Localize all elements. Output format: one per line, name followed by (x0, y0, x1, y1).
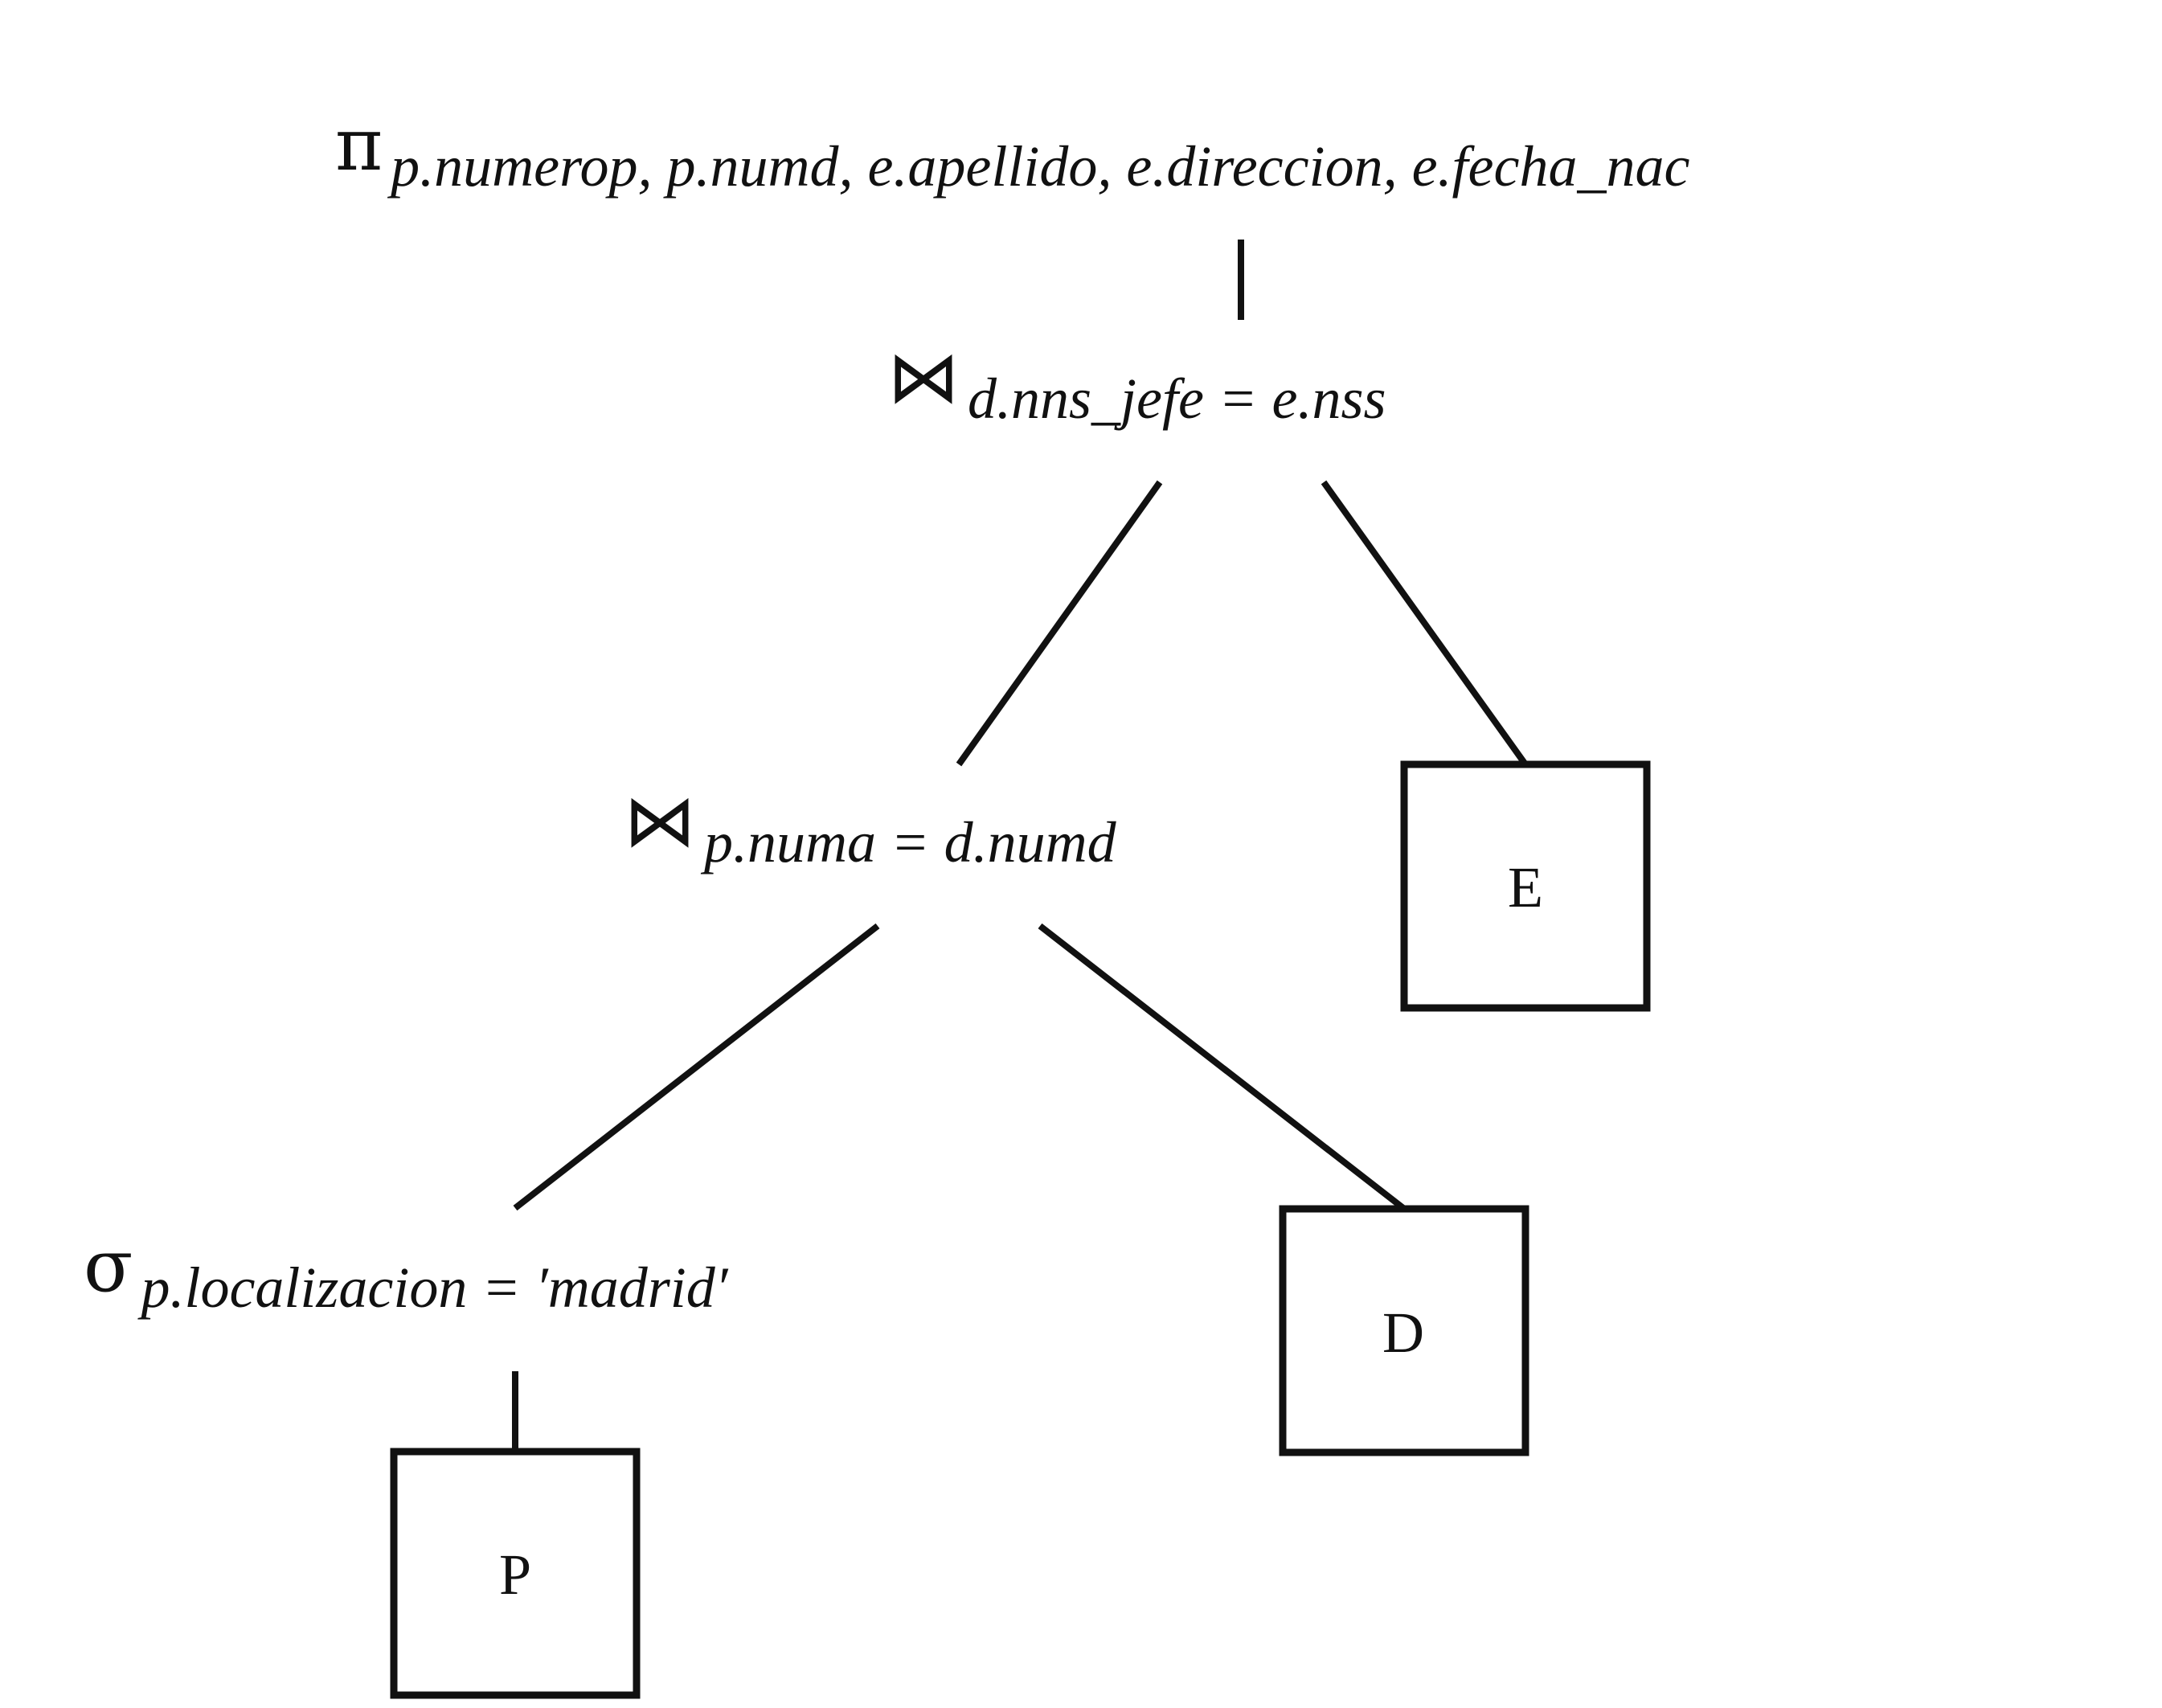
join-node-bottom: ⋈ p.numa = d.numd (624, 779, 1117, 874)
edge-join-top-join-bottom (956, 480, 1163, 767)
edge-join-top-relation-e (1321, 480, 1529, 767)
relation-p-box (390, 1448, 641, 1699)
relation-p: P (390, 1448, 641, 1699)
selection-node: σ p.localizacion = ′madrid′ (84, 1224, 729, 1320)
join-top-symbol: ⋈ (887, 335, 960, 420)
selection-symbol: σ (84, 1224, 133, 1309)
join-bottom-condition: p.numa = d.numd (700, 810, 1117, 874)
selection-condition: p.localizacion = ′madrid′ (137, 1255, 728, 1320)
join-top-condition: d.nns_jefe = e.nss (968, 367, 1386, 431)
relation-e-box (1400, 760, 1651, 1012)
relation-e-label: E (1508, 855, 1543, 920)
relation-d: D (1279, 1205, 1529, 1456)
join-node-top: ⋈ d.nns_jefe = e.nss (887, 335, 1386, 431)
svg-text:σ p.localizacion = ′madr: σ p.localizacion = ′madrid′ (84, 1224, 729, 1320)
join-bottom-symbol: ⋈ (624, 779, 696, 863)
edge-join-bottom-relation-d (1038, 923, 1406, 1211)
svg-text:π p.numerop, p.numd, e.a: π p.numerop, p.numd, e.apellido, e.direc… (335, 103, 1689, 199)
projection-attributes: p.numerop, p.numd, e.apellido, e.direcci… (387, 134, 1689, 199)
svg-text:⋈ p.numa = d.numd: ⋈ p.numa = d.numd (624, 779, 1117, 874)
relation-e: E (1400, 760, 1651, 1012)
edge-join-bottom-selection (513, 923, 880, 1211)
relation-d-label: D (1382, 1300, 1424, 1365)
projection-node: π p.numerop, p.numd, e.apellido, e.direc… (335, 103, 1689, 199)
projection-symbol: π (335, 103, 383, 187)
relation-p-label: P (499, 1542, 531, 1607)
svg-text:⋈ d.nns_jefe = e.nss: ⋈ d.nns_jefe = e.nss (887, 335, 1386, 431)
relation-d-box (1279, 1205, 1529, 1456)
